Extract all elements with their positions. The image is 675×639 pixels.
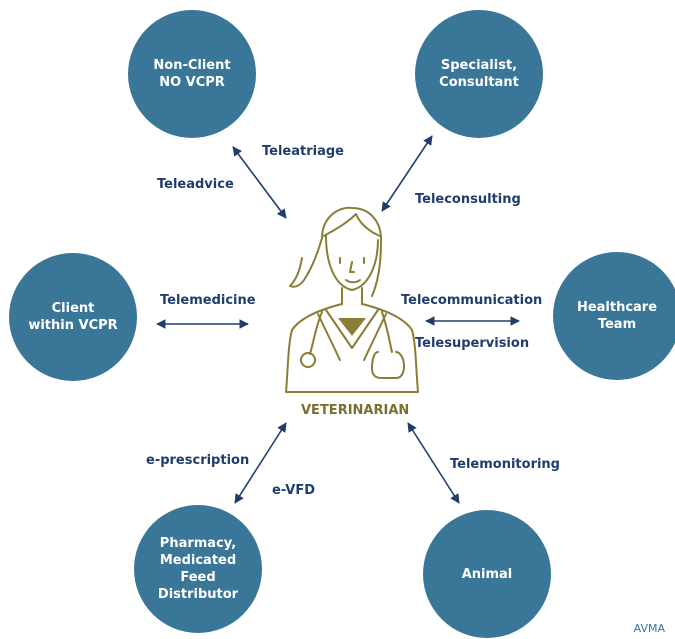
arrow-animal <box>407 422 460 504</box>
node-specialist: Specialist, Consultant <box>415 10 543 138</box>
node-client: Client within VCPR <box>9 253 137 381</box>
arrow-non-client <box>232 146 287 219</box>
node-non-client-label: Non-Client NO VCPR <box>153 58 231 90</box>
node-animal: Animal <box>423 510 551 638</box>
label-teleconsulting: Teleconsulting <box>415 192 521 207</box>
arrow-specialist <box>381 135 433 212</box>
label-telecommunication: Telecommunication <box>401 293 543 308</box>
label-evfd: e-VFD <box>272 483 315 498</box>
node-pharmacy: Pharmacy, Medicated Feed Distributor <box>134 505 262 633</box>
node-healthcare-label: Healthcare Team <box>576 300 658 332</box>
node-specialist-label: Specialist, Consultant <box>439 58 519 90</box>
label-telemonitoring: Telemonitoring <box>450 457 560 472</box>
center-label: VETERINARIAN <box>301 403 410 418</box>
label-teleadvice: Teleadvice <box>157 177 234 192</box>
label-telesupervision: Telesupervision <box>415 336 530 351</box>
node-animal-label: Animal <box>461 566 513 582</box>
node-pharmacy-label: Pharmacy, Medicated Feed Distributor <box>157 536 239 602</box>
scrubs-v-neck <box>338 318 366 336</box>
veterinarian-icon <box>285 206 419 393</box>
node-non-client: Non-Client NO VCPR <box>128 10 256 138</box>
label-teleatriage: Teleatriage <box>262 144 344 159</box>
label-telemedicine: Telemedicine <box>160 293 256 308</box>
node-healthcare: Healthcare Team <box>553 252 675 380</box>
label-eprescription: e-prescription <box>146 453 250 468</box>
node-client-label: Client within VCPR <box>28 301 118 333</box>
arrow-pharmacy <box>234 422 287 504</box>
source-credit: AVMA <box>633 622 665 635</box>
